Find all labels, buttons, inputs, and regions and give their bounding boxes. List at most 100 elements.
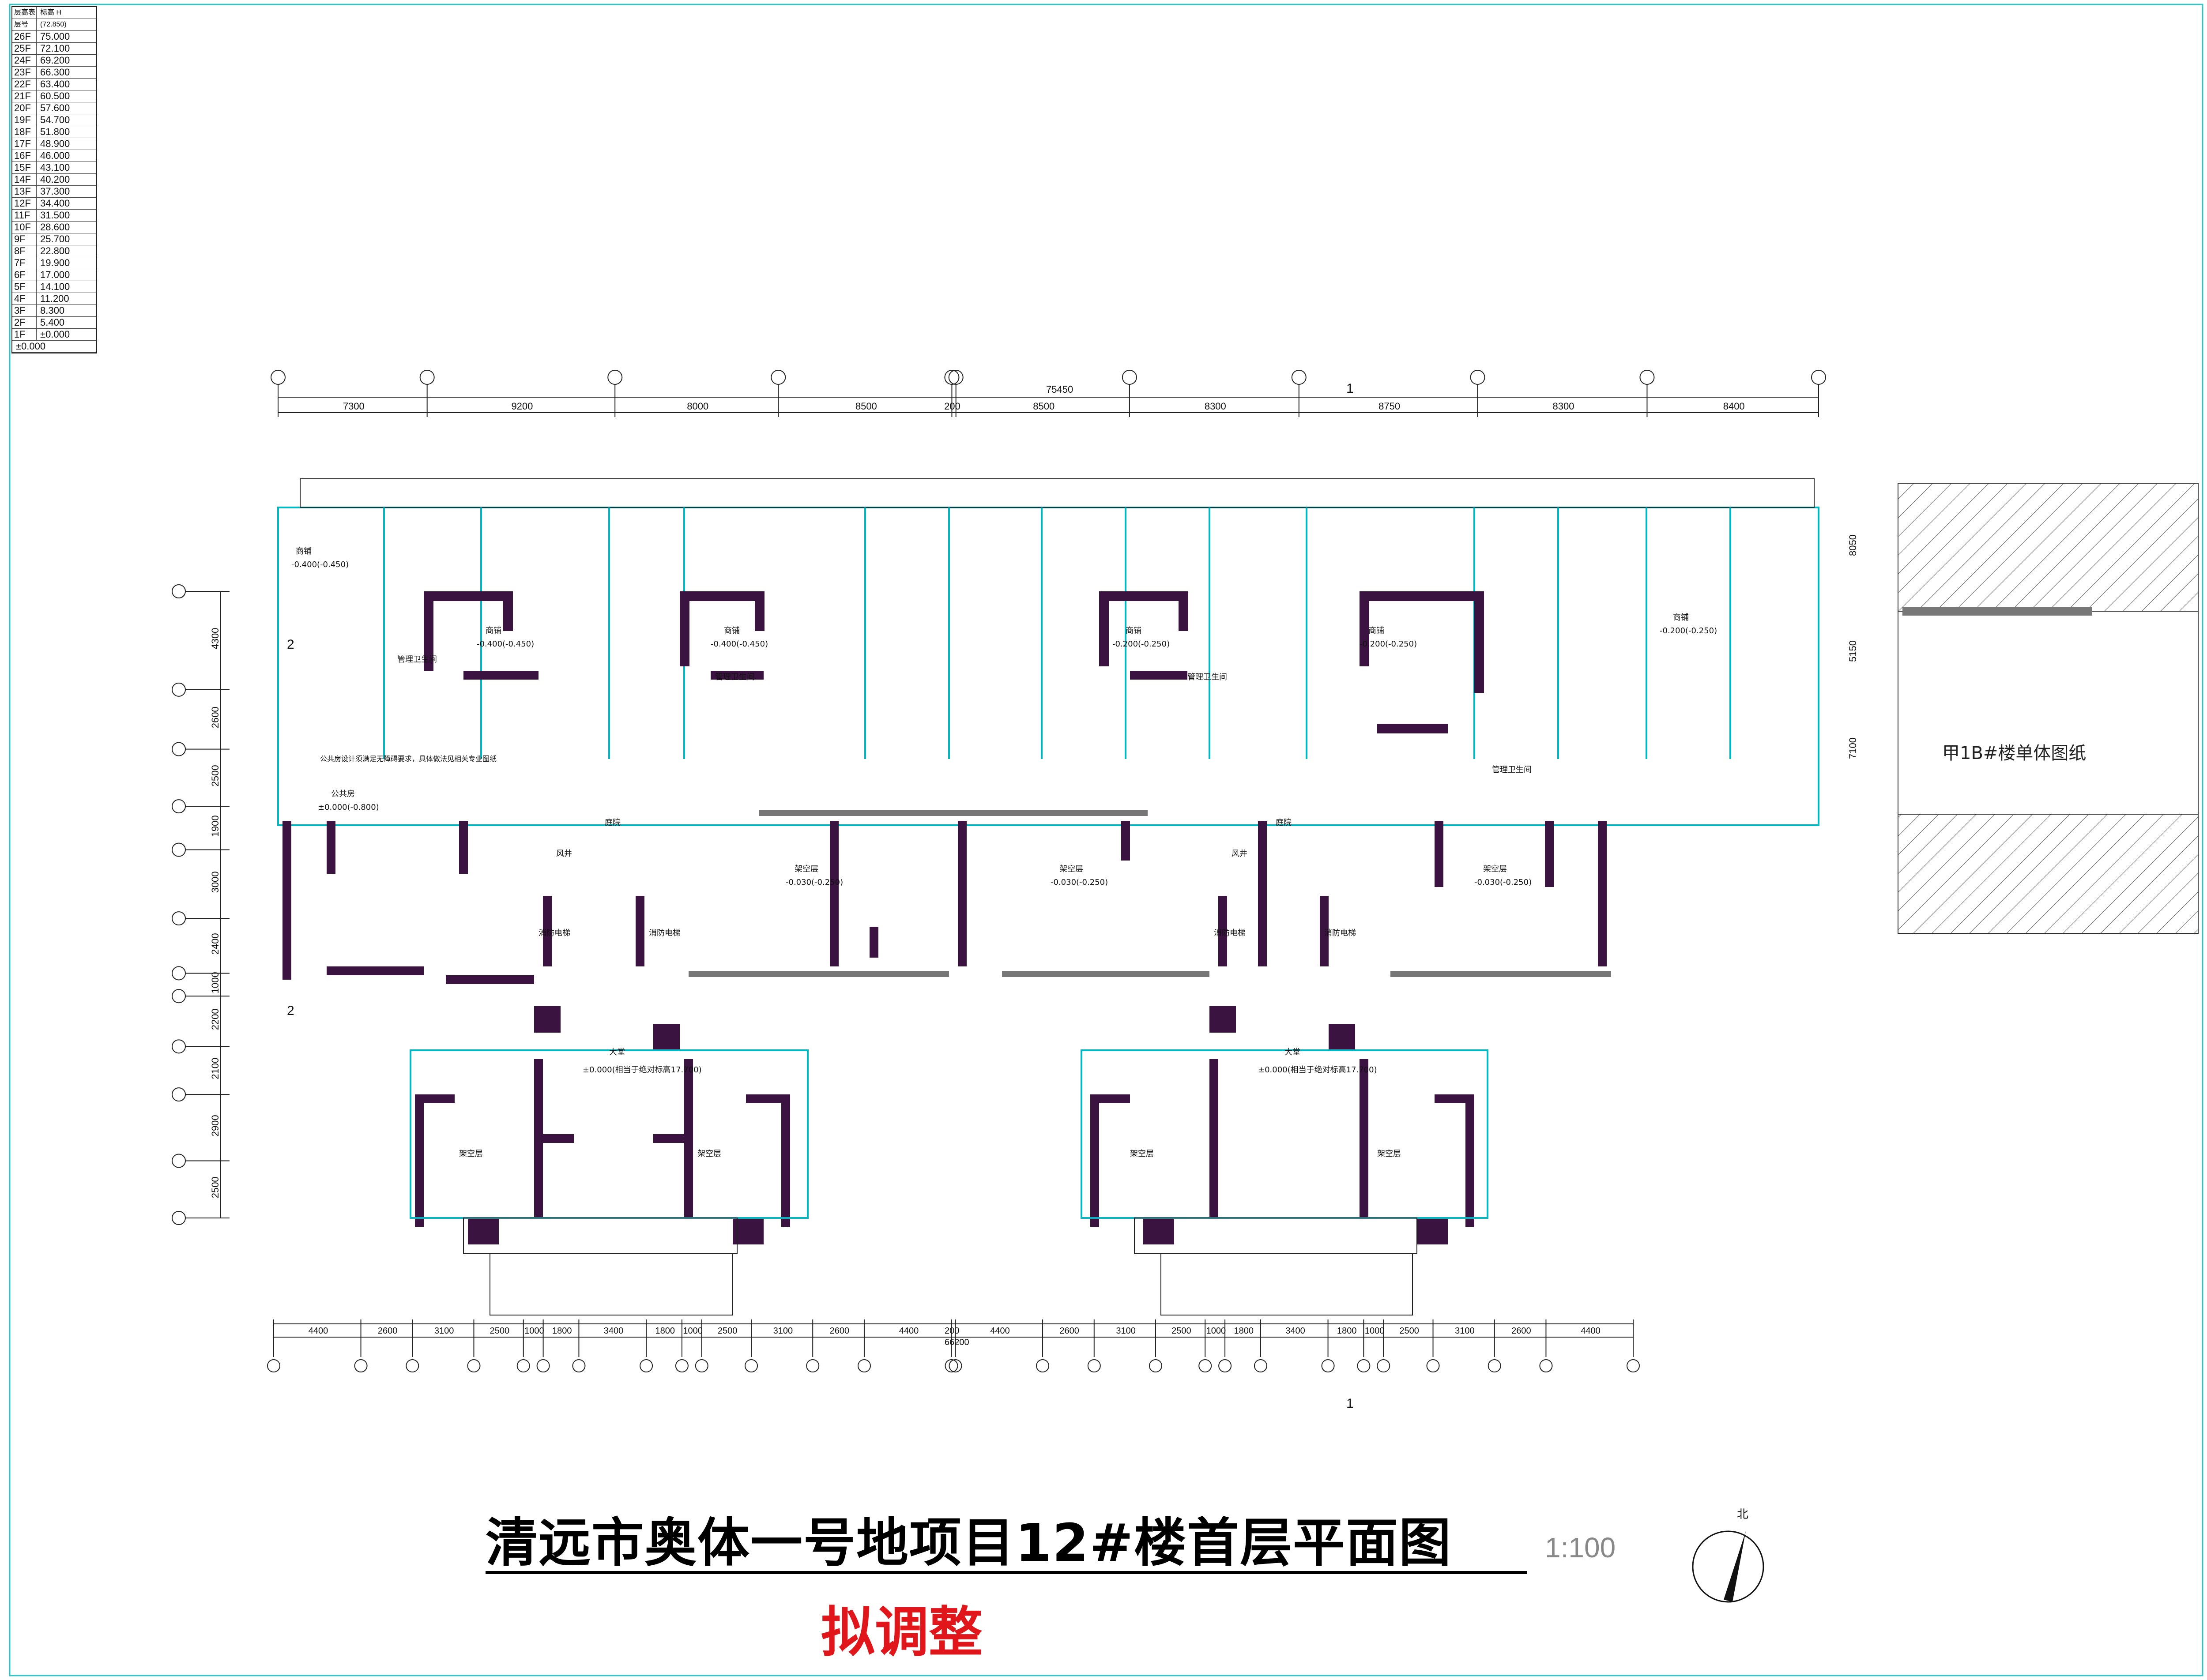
- room-open-label: 架空层: [1483, 864, 1507, 874]
- wall-segment: [1258, 821, 1267, 966]
- wall-segment: [1360, 1059, 1368, 1218]
- wall-segment: [543, 1134, 574, 1143]
- axis-bubble: [948, 370, 964, 385]
- dimension-label: 2600: [378, 1326, 398, 1336]
- dimension-label: 1800: [1234, 1326, 1254, 1336]
- wall-segment: [1598, 821, 1607, 966]
- dimension-label: 4400: [899, 1326, 919, 1336]
- room-elevator-label: 消防电梯: [649, 928, 681, 938]
- axis-bubble: [536, 1359, 550, 1372]
- room-hall-elev: ±0.000(相当于绝对标高17.700): [583, 1065, 702, 1075]
- axis-bubble: [1488, 1359, 1501, 1372]
- wall-segment: [1218, 896, 1227, 966]
- wall-segment: [1121, 821, 1130, 861]
- wall-segment: [503, 591, 513, 631]
- axis-bubble: [771, 370, 786, 385]
- adjacent-building-hatch: 甲1B#楼单体图纸: [1898, 483, 2199, 934]
- room-elevator-label: 消防电梯: [539, 928, 570, 938]
- room-public-elev: ±0.000(-0.800): [318, 803, 379, 812]
- section-mark: 1: [1346, 381, 1354, 396]
- dimension-label: 4400: [309, 1326, 328, 1336]
- wall-segment: [446, 975, 534, 984]
- section-mark: 2: [287, 1003, 294, 1018]
- dimension-label: 2500: [718, 1326, 738, 1336]
- dimension-label: 2500: [490, 1326, 510, 1336]
- axis-bubble: [419, 370, 435, 385]
- drawing-status: 拟调整: [821, 1601, 983, 1664]
- axis-bubble: [1198, 1359, 1212, 1372]
- dimension-label: 1000: [1206, 1326, 1226, 1336]
- wall-segment: [1099, 591, 1109, 666]
- drawing-scale: 1:100: [1545, 1532, 1616, 1563]
- room-shop-elev: -0.200(-0.250): [1660, 626, 1717, 635]
- axis-bubble: [944, 370, 960, 385]
- axis-bubble: [857, 1359, 871, 1372]
- dimension-label: 2100: [210, 1058, 221, 1079]
- shop-block: [277, 478, 1819, 826]
- room-shop-elev: -0.400(-0.450): [711, 639, 768, 649]
- wall-segment: [830, 821, 839, 966]
- dimension-label: 1000: [1365, 1326, 1385, 1336]
- wall-segment: [680, 591, 689, 666]
- elevation-table-subheader: 层号 (72.850): [12, 19, 96, 31]
- axis-bubble: [516, 1359, 530, 1372]
- dimension-label: 8000: [687, 401, 708, 412]
- axis-bubble: [1321, 1359, 1335, 1372]
- dimension-label: 3000: [210, 871, 221, 893]
- wall-segment: [1377, 724, 1448, 733]
- axis-bubble: [172, 742, 186, 756]
- wall-segment: [1417, 1218, 1448, 1244]
- axis-bubble: [572, 1359, 586, 1372]
- room-shop-label: 商铺: [486, 626, 501, 635]
- room-wc-label: 管理卫生间: [397, 655, 437, 664]
- dimension-label: 200: [944, 401, 960, 412]
- axis-bubble: [745, 1359, 758, 1372]
- wall-segment: [958, 821, 967, 966]
- axis-bubble: [675, 1359, 689, 1372]
- wall-segment: [424, 591, 512, 601]
- wall-segment: [468, 1218, 499, 1244]
- axis-bubble: [1377, 1359, 1390, 1372]
- elevation-row: 1F±0.000: [12, 329, 96, 341]
- axis-bubble: [607, 370, 623, 385]
- dimension-label: 1000: [210, 972, 221, 993]
- wall-segment: [534, 1006, 561, 1033]
- room-open-label: 架空层: [697, 1149, 721, 1158]
- axis-bubble: [267, 1359, 280, 1372]
- bottom-axis-grid: [267, 1319, 1640, 1372]
- room-open-label: 架空层: [1377, 1149, 1401, 1158]
- wall-segment: [1090, 1094, 1099, 1227]
- room-shop-label: 商铺: [1368, 626, 1384, 635]
- wall-segment: [459, 821, 468, 874]
- room-labels: 商铺 -0.400(-0.450) 商铺 -0.400(-0.450) 商铺 -…: [291, 547, 1717, 1158]
- room-open-label: 架空层: [459, 1149, 483, 1158]
- room-shop-elev: -0.400(-0.450): [477, 639, 534, 649]
- section-marks: 1 1 2 2: [287, 381, 1354, 1411]
- axis-bubble: [354, 1359, 368, 1372]
- wall-segment: [534, 1059, 543, 1218]
- room-hall-label: 大堂: [609, 1048, 625, 1057]
- axis-bubble: [1122, 370, 1137, 385]
- wall-segment: [415, 1094, 424, 1227]
- title-block: 清远市奥体一号地项目12#楼首层平面图 1:100 拟调整: [486, 1500, 1616, 1664]
- dimension-label: 2600: [210, 707, 221, 728]
- dimension-label: 2900: [210, 1115, 221, 1136]
- room-open-label: 架空层: [795, 864, 818, 874]
- axis-bubble: [172, 989, 186, 1003]
- top-total-dimension: 75450: [1046, 384, 1073, 395]
